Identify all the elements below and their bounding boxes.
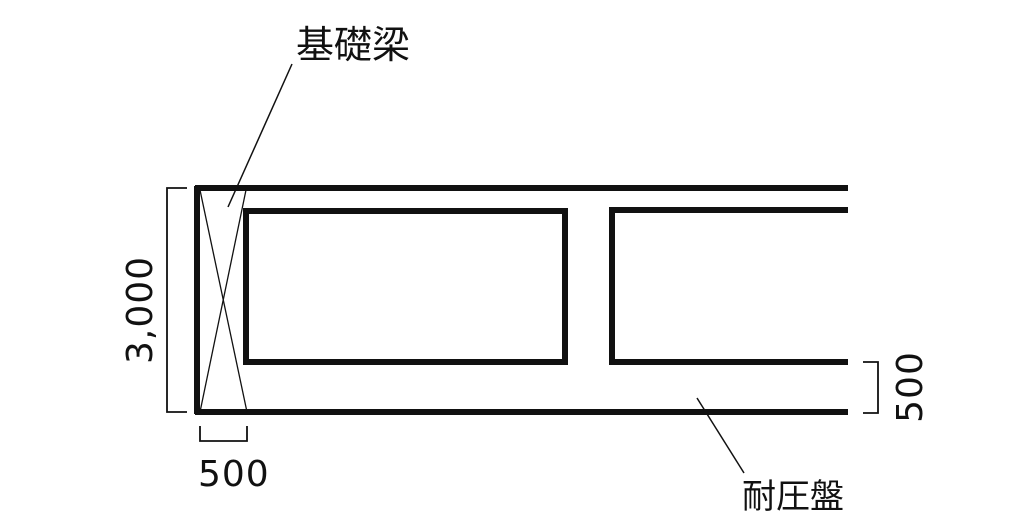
inner-void-left bbox=[243, 208, 568, 365]
height-dimension-text: 3,000 bbox=[120, 256, 161, 364]
beam-width-dimension-text: 500 bbox=[198, 454, 270, 495]
mat-leader-line bbox=[696, 397, 745, 474]
height-dimension-bracket bbox=[166, 187, 187, 413]
pressure-mat-label: 耐圧盤 bbox=[742, 477, 844, 517]
beam-cross-line-2 bbox=[199, 189, 247, 413]
foundation-beam-label: 基礎梁 bbox=[296, 23, 410, 67]
beam-width-dimension-bracket bbox=[199, 426, 248, 442]
mat-thickness-dimension-text: 500 bbox=[890, 351, 931, 423]
mat-thickness-dimension-bracket bbox=[863, 361, 879, 414]
beam-leader-line bbox=[227, 63, 293, 208]
inner-void-right bbox=[609, 207, 848, 365]
